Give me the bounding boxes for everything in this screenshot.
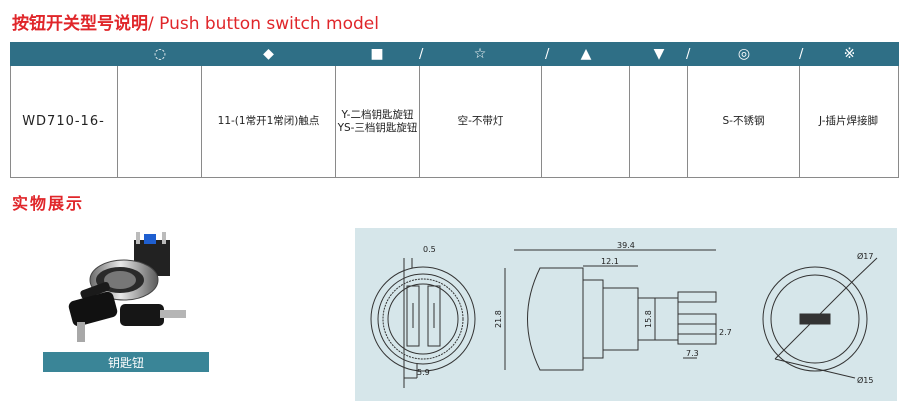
material-cell: S-不锈钢 — [722, 115, 765, 127]
key-type-two-position: Y-二档钥匙旋钮 — [341, 108, 414, 121]
model-table: ◌ ◆ ■ ☆ ▲ ▼ ◎ ※ / / / / WD710-16- 11-(1常… — [10, 42, 899, 178]
section-title-product-display: 实物展示 — [12, 194, 85, 213]
table-header — [10, 42, 899, 66]
reference-mark-symbol-icon: ※ — [843, 46, 856, 62]
table-row — [10, 66, 899, 178]
contacts-cell: 11-(1常开1常闭)触点 — [217, 115, 320, 127]
terminal-cell: J-插片焊接脚 — [818, 115, 878, 127]
dim-39-4: 39.4 — [617, 241, 635, 250]
empty-cell — [630, 66, 687, 177]
key-type-cell: Y-二档钥匙旋钮 YS-三档钥匙旋钮 — [336, 66, 419, 177]
page-title: 按钮开关型号说明/ Push button switch model — [12, 9, 379, 34]
header-separator: / — [545, 46, 550, 62]
square-symbol-icon: ■ — [370, 46, 384, 62]
dim-5-9: 5.9 — [417, 368, 430, 377]
dim-7-3: 7.3 — [686, 349, 699, 358]
double-circle-symbol-icon: ◎ — [737, 46, 751, 62]
lamp-cell: 空-不带灯 — [457, 115, 504, 127]
triangle-down-symbol-icon: ▼ — [653, 46, 665, 62]
dim-15-8: 15.8 — [644, 310, 653, 328]
title-english: / Push button switch model — [148, 14, 379, 34]
title-chinese: 按钮开关型号说明 — [12, 14, 148, 34]
dimension-drawing: 0.5 5.9 39.4 12.1 21.8 15.8 2.7 7.3 — [355, 228, 897, 401]
model-code-cell: WD710-16- — [22, 114, 105, 129]
header-separator: / — [799, 46, 804, 62]
header-separator: / — [419, 46, 424, 62]
photo-caption: 钥匙钮 — [43, 352, 209, 372]
circle-outline-symbol-icon: ◌ — [153, 46, 167, 62]
empty-cell — [542, 66, 629, 177]
triangle-up-symbol-icon: ▲ — [580, 46, 592, 62]
empty-cell — [118, 66, 201, 177]
dim-0-5: 0.5 — [423, 245, 436, 254]
dim-21-8: 21.8 — [494, 310, 503, 328]
diamond-symbol-icon: ◆ — [263, 46, 274, 62]
key-type-three-position: YS-三档钥匙旋钮 — [337, 121, 418, 134]
product-photo — [62, 228, 192, 346]
dim-diameter-17: Ø17 — [857, 251, 873, 261]
dim-diameter-15: Ø15 — [857, 375, 873, 385]
header-separator: / — [686, 46, 691, 62]
star-symbol-icon: ☆ — [473, 46, 487, 62]
dim-2-7: 2.7 — [719, 328, 732, 337]
dim-12-1: 12.1 — [601, 257, 619, 266]
